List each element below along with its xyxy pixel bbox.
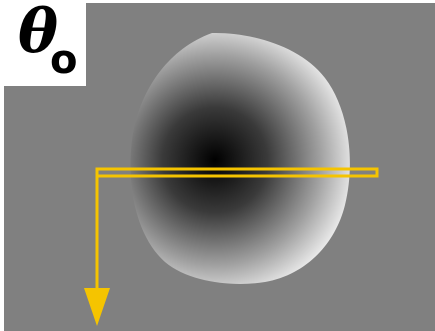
theta-subscript: o xyxy=(50,40,77,80)
shaded-lens-shape xyxy=(130,33,349,284)
